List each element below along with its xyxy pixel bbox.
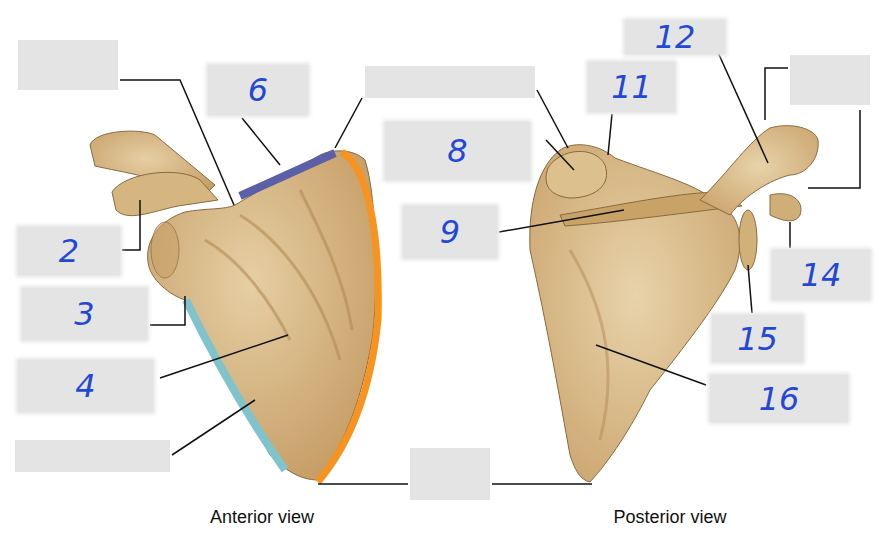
callout-number: 15 xyxy=(737,323,778,355)
callout-number: 14 xyxy=(801,259,842,291)
medial-border-band xyxy=(318,152,378,482)
label-box: 3 xyxy=(22,288,147,340)
callout-number: 16 xyxy=(759,383,800,415)
callout-number: 8 xyxy=(447,135,467,167)
callout-number: 11 xyxy=(611,71,652,103)
label-box: 16 xyxy=(710,375,848,422)
label-box: 9 xyxy=(403,206,497,258)
superior-border-band xyxy=(240,153,335,196)
label-box: 15 xyxy=(712,315,803,362)
label-box: 14 xyxy=(772,250,870,300)
label-box: 4 xyxy=(18,360,153,412)
view-caption: Posterior view xyxy=(613,507,726,528)
label-box: 12 xyxy=(625,20,725,54)
label-box: 6 xyxy=(208,65,308,115)
leader-lines xyxy=(120,48,860,484)
posterior-scapula xyxy=(530,126,818,482)
callout-number: 4 xyxy=(75,370,95,402)
blank-label-boxes xyxy=(15,40,870,500)
label-box: 2 xyxy=(18,227,120,275)
callout-number: 9 xyxy=(440,216,460,248)
callout-number: 3 xyxy=(74,298,94,330)
callout-number: 2 xyxy=(59,235,79,267)
label-box: 8 xyxy=(385,122,530,180)
lateral-border-band xyxy=(186,300,285,470)
view-caption: Anterior view xyxy=(210,507,314,528)
label-box: 11 xyxy=(588,62,675,112)
callout-number: 6 xyxy=(248,74,268,106)
callout-number: 12 xyxy=(655,21,696,53)
